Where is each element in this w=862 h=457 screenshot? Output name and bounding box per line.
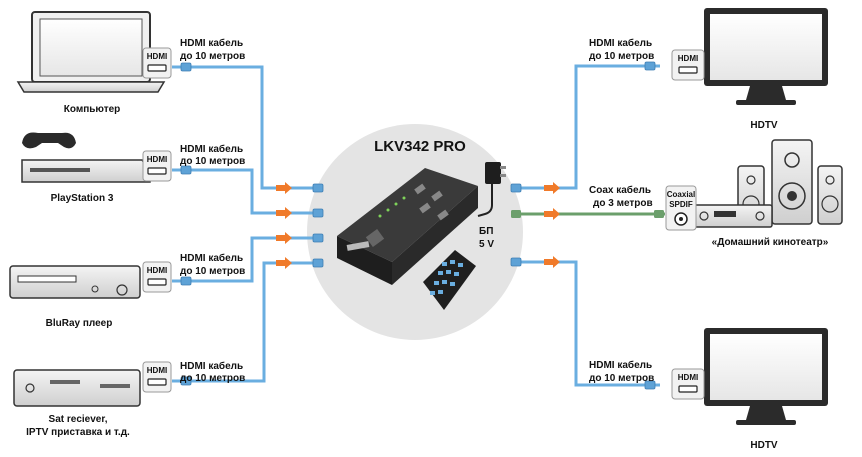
cable-label-3b: до 10 метров: [180, 266, 245, 277]
out-cable-label-1b: до 10 метров: [589, 51, 654, 62]
power-supply: [477, 162, 506, 217]
source-name-playstation: PlayStation 3: [51, 193, 114, 204]
bluray-player: [9, 265, 141, 299]
cable-label-2a: HDMI кабель: [180, 143, 243, 155]
svg-text:HDMI: HDMI: [147, 155, 167, 164]
source-name-computer: Компьютер: [64, 104, 121, 115]
satellite-receiver: [13, 369, 141, 407]
remote-control: [423, 250, 476, 310]
cable-label-2b: до 10 метров: [180, 156, 245, 167]
svg-text:HDMI: HDMI: [678, 373, 698, 382]
source-name-sat-line2: IPTV приставка и т.д.: [26, 427, 130, 438]
output-plugs: [510, 61, 664, 390]
output-arrows: [544, 182, 560, 268]
output-name-home-theater: «Домашний кинотеатр»: [712, 237, 829, 248]
output-name-hdtv-bottom: HDTV: [750, 440, 778, 451]
cable-label-4a: HDMI кабель: [180, 360, 243, 372]
out-cable-label-3a: HDMI кабель: [589, 359, 652, 371]
output-hdmi-ports: HDMI HDMI: [671, 49, 705, 400]
hdmi-port-sat: HDMI: [142, 361, 172, 393]
lkv342-device: [337, 168, 478, 285]
cable-label-1a: HDMI кабель: [180, 37, 243, 49]
psu-voltage: 5 V: [479, 239, 494, 250]
computer-laptop: [16, 11, 166, 93]
hdmi-port-hdtv-top: HDMI: [671, 49, 705, 81]
coaxial-port: Coaxial SPDIF: [665, 185, 697, 231]
source-hdmi-ports: HDMI HDMI HDMI HDMI: [142, 47, 172, 393]
home-theater: [693, 139, 843, 228]
svg-text:HDMI: HDMI: [147, 52, 167, 61]
source-cables: [172, 65, 315, 383]
svg-text:HDMI: HDMI: [147, 266, 167, 275]
cable-label-4b: до 10 метров: [180, 373, 245, 384]
out-cable-label-1a: HDMI кабель: [589, 37, 652, 49]
svg-text:Coaxial: Coaxial: [667, 190, 695, 199]
hdmi-port-playstation: HDMI: [142, 150, 172, 182]
source-name-sat-line1: Sat reciever,: [49, 414, 108, 425]
source-plugs: [180, 62, 324, 386]
cable-label-1b: до 10 метров: [180, 51, 245, 62]
hdtv-top: [704, 8, 828, 105]
out-cable-label-3b: до 10 метров: [589, 373, 654, 384]
hdtv-bottom: [704, 328, 828, 425]
svg-text:HDMI: HDMI: [147, 366, 167, 375]
hdmi-port-hdtv-bottom: HDMI: [671, 368, 705, 400]
psu-label: БП: [479, 226, 493, 237]
source-name-bluray: BluRay плеер: [46, 318, 113, 329]
svg-text:SPDIF: SPDIF: [669, 200, 693, 209]
hdmi-port-computer: HDMI: [142, 47, 172, 79]
playstation-console: [21, 132, 151, 183]
out-cable-label-2a: Coax кабель: [589, 184, 651, 196]
out-cable-label-2b: до 3 метров: [593, 198, 653, 209]
cable-label-3a: HDMI кабель: [180, 252, 243, 264]
input-arrows: [276, 182, 292, 269]
hdmi-port-bluray: HDMI: [142, 261, 172, 293]
output-name-hdtv-top: HDTV: [750, 120, 778, 131]
output-cables: [514, 64, 665, 387]
svg-text:HDMI: HDMI: [678, 54, 698, 63]
device-title: LKV342 PRO: [374, 138, 466, 155]
